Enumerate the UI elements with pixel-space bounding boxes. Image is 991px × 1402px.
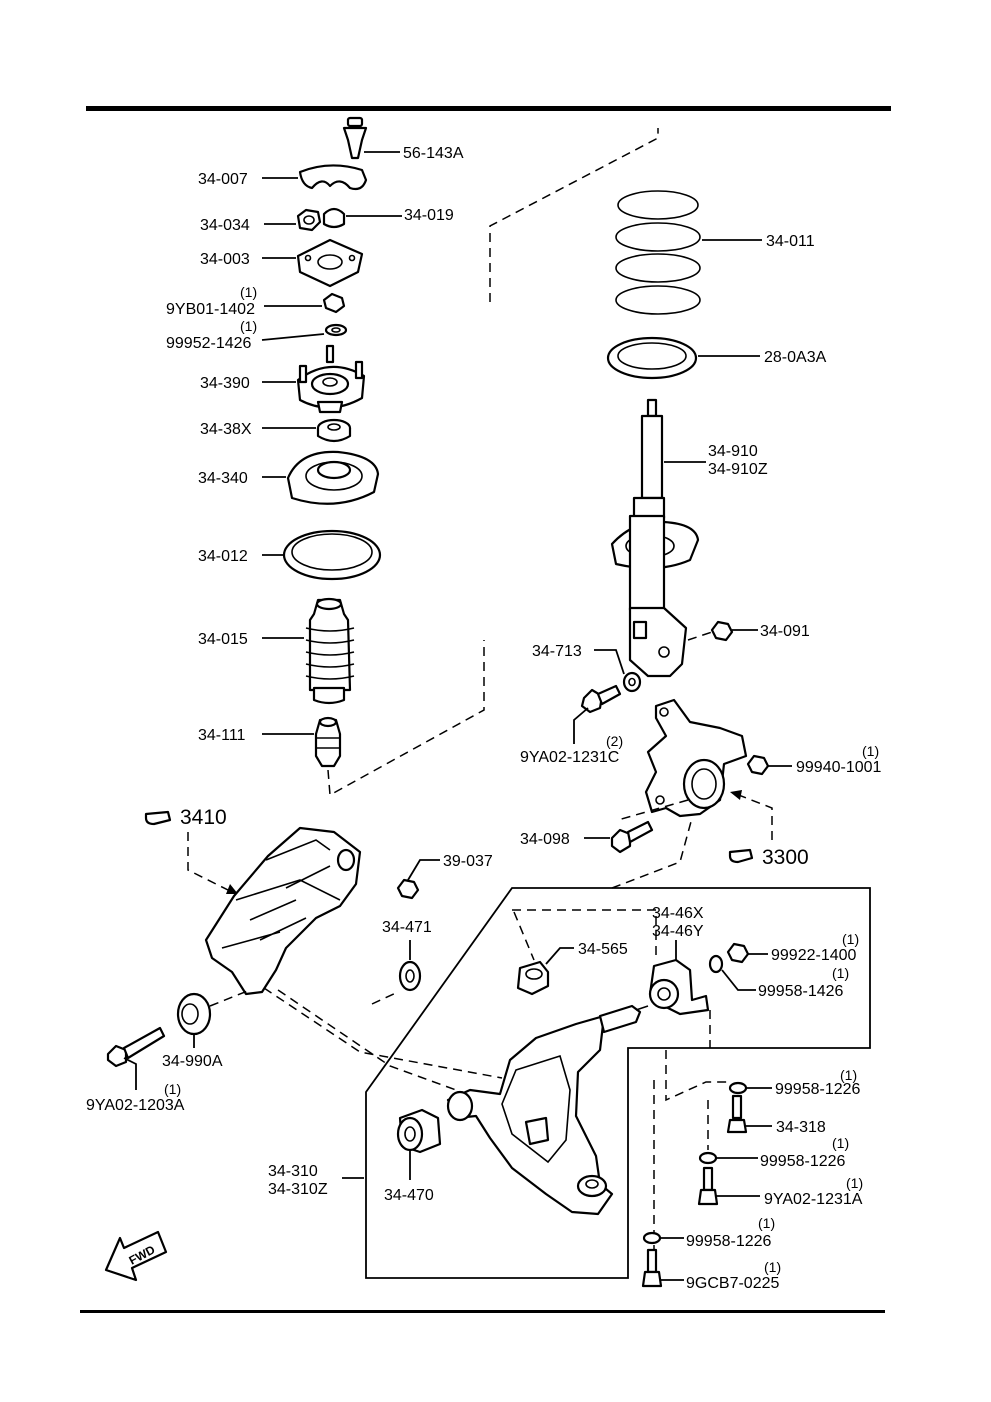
- part-34-340-spring-seat[interactable]: [286, 450, 380, 505]
- hand-pointer-icon: [728, 848, 754, 864]
- part-34-019-cap[interactable]: [322, 207, 346, 229]
- label-34-310Z: 34-310Z: [268, 1181, 328, 1198]
- label-99958-1226-c: 99958-1226: [686, 1233, 772, 1250]
- label-99958-1426: 99958-1426: [758, 983, 844, 1000]
- label-34-46X: 34-46X: [652, 905, 704, 922]
- label-9GCB7-0225: 9GCB7-0225: [686, 1275, 779, 1292]
- part-34-471-bushing[interactable]: [398, 960, 422, 992]
- part-9YA02-1231A-bolt[interactable]: [697, 1166, 719, 1206]
- part-34-091-nut[interactable]: [710, 620, 734, 642]
- top-rule: [86, 106, 891, 111]
- label-99940-1001: 99940-1001: [796, 759, 882, 776]
- ref-3410[interactable]: 3410: [180, 806, 227, 829]
- part-34-990A-bushing[interactable]: [176, 992, 212, 1036]
- label-34-111: 34-111: [198, 727, 246, 744]
- label-99922-1400: 99922-1400: [771, 947, 857, 964]
- part-9GCB7-0225-bolt[interactable]: [641, 1248, 663, 1288]
- part-34-565-bushing[interactable]: [516, 960, 550, 996]
- part-34-310-lower-arm[interactable]: [446, 1004, 649, 1216]
- part-99958-1226-washer-c[interactable]: [642, 1231, 662, 1245]
- part-steering-knuckle[interactable]: [644, 698, 748, 818]
- part-34-38X-bearing[interactable]: [316, 418, 352, 443]
- label-99952-1426: 99952-1426: [166, 335, 252, 352]
- part-99922-1400-nut[interactable]: [726, 942, 750, 964]
- part-34-910-strut[interactable]: [610, 398, 700, 678]
- label-34-034: 34-034: [200, 217, 250, 234]
- part-56-143A-clip[interactable]: [342, 116, 368, 160]
- qty-9GCB7-0225: (1): [764, 1259, 781, 1275]
- label-34-990A: 34-990A: [162, 1053, 223, 1070]
- part-9YA02-1231C-bolt[interactable]: [580, 684, 622, 714]
- qty-99940-1001: (1): [862, 743, 879, 759]
- label-34-565: 34-565: [578, 941, 628, 958]
- label-34-310: 34-310: [268, 1163, 318, 1180]
- label-34-318: 34-318: [776, 1119, 826, 1136]
- part-9YB01-1402-nut[interactable]: [322, 292, 346, 314]
- qty-99958-1226-a: (1): [840, 1067, 857, 1083]
- label-34-471: 34-471: [382, 919, 432, 936]
- qty-9YA02-1231C: (2): [606, 733, 623, 749]
- label-34-091: 34-091: [760, 623, 810, 640]
- qty-99952-1426: (1): [240, 318, 257, 334]
- label-34-003: 34-003: [200, 251, 250, 268]
- label-34-012: 34-012: [198, 548, 248, 565]
- label-9YA02-1231C: 9YA02-1231C: [520, 749, 619, 766]
- part-34-318-bolt[interactable]: [726, 1094, 748, 1134]
- qty-9YA02-1203A: (1): [164, 1081, 181, 1097]
- part-39-037-nut[interactable]: [396, 878, 420, 900]
- label-34-007: 34-007: [198, 171, 248, 188]
- qty-9YB01-1402: (1): [240, 284, 257, 300]
- label-9YA02-1203A: 9YA02-1203A: [86, 1097, 185, 1114]
- fwd-arrow-icon: FWD: [104, 1230, 168, 1282]
- part-28-0A3A-insulator[interactable]: [606, 336, 698, 380]
- part-34-46X-bracket[interactable]: [648, 958, 710, 1016]
- label-39-037: 39-037: [443, 853, 493, 870]
- label-34-340: 34-340: [198, 470, 248, 487]
- qty-99958-1226-b: (1): [832, 1135, 849, 1151]
- label-9YA02-1231A: 9YA02-1231A: [764, 1191, 863, 1208]
- label-34-011: 34-011: [766, 233, 815, 250]
- part-34-470-bushing[interactable]: [396, 1108, 442, 1154]
- qty-99958-1226-c: (1): [758, 1215, 775, 1231]
- label-9YB01-1402: 9YB01-1402: [166, 301, 255, 318]
- ref-3300[interactable]: 3300: [762, 846, 809, 869]
- qty-99922-1400: (1): [842, 931, 859, 947]
- label-34-910: 34-910: [708, 443, 758, 460]
- label-34-390: 34-390: [200, 375, 250, 392]
- part-front-crossmember[interactable]: [204, 826, 362, 996]
- part-34-390-mount[interactable]: [296, 344, 366, 414]
- label-99958-1226-b: 99958-1226: [760, 1153, 846, 1170]
- label-34-38X: 34-38X: [200, 421, 252, 438]
- part-9YA02-1203A-bolt[interactable]: [106, 1026, 166, 1068]
- label-56-143A: 56-143A: [403, 145, 464, 162]
- bottom-rule: [80, 1310, 885, 1313]
- part-99958-1226-washer-a[interactable]: [728, 1081, 748, 1095]
- part-34-003-plate[interactable]: [296, 238, 364, 288]
- label-28-0A3A: 28-0A3A: [764, 349, 827, 366]
- label-34-098: 34-098: [520, 831, 570, 848]
- part-34-007-bracket[interactable]: [298, 164, 368, 191]
- part-34-713-washer[interactable]: [622, 671, 642, 693]
- part-99958-1426-washer[interactable]: [708, 954, 724, 974]
- qty-9YA02-1231A: (1): [846, 1175, 863, 1191]
- part-34-011-coil-spring[interactable]: [615, 190, 701, 315]
- part-99952-1426-washer[interactable]: [324, 323, 348, 337]
- part-34-098-bolt[interactable]: [610, 820, 654, 854]
- part-99958-1226-washer-b[interactable]: [698, 1151, 718, 1165]
- label-34-015: 34-015: [198, 631, 248, 648]
- qty-99958-1426: (1): [832, 965, 849, 981]
- label-34-713: 34-713: [532, 643, 582, 660]
- part-34-015-boot[interactable]: [305, 597, 355, 705]
- label-34-46Y: 34-46Y: [652, 923, 704, 940]
- label-34-019: 34-019: [404, 207, 454, 224]
- part-99940-1001-nut[interactable]: [746, 754, 770, 776]
- part-34-034-nut[interactable]: [296, 208, 322, 232]
- part-34-111-bumper[interactable]: [314, 716, 342, 768]
- part-34-012-ring[interactable]: [282, 529, 382, 581]
- hand-pointer-icon: [144, 810, 172, 826]
- label-99958-1226-a: 99958-1226: [775, 1081, 861, 1098]
- label-34-470: 34-470: [384, 1187, 434, 1204]
- label-34-910Z: 34-910Z: [708, 461, 768, 478]
